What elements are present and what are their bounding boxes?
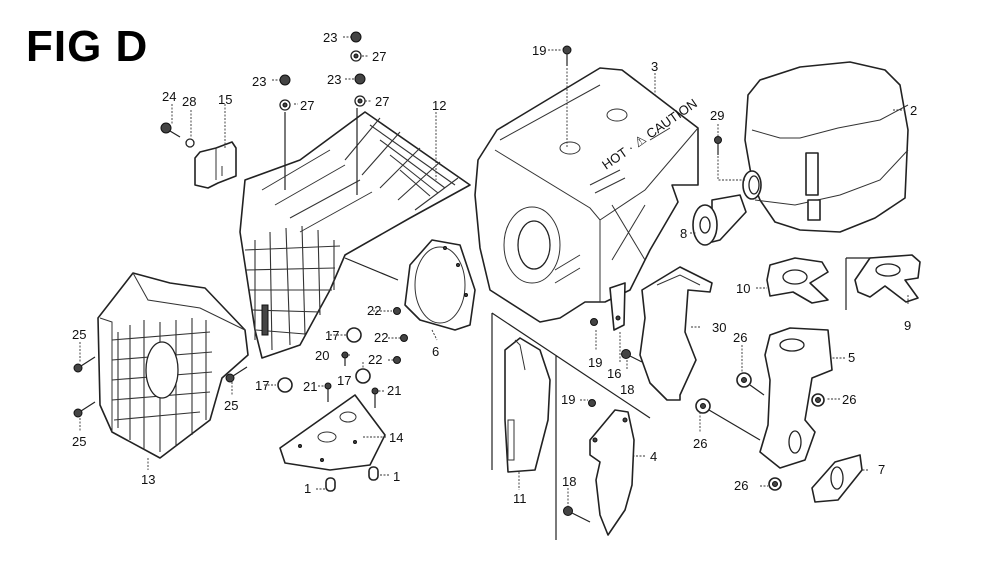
callout-2: 2 [910,103,917,118]
callout-17-b: 17 [255,378,269,393]
callout-4: 4 [650,449,657,464]
part-22-screw-b[interactable] [400,334,408,342]
callout-7: 7 [878,462,885,477]
part-1-mount-b[interactable] [368,466,379,481]
callout-5: 5 [848,350,855,365]
part-28-washer[interactable] [185,138,195,148]
part-17-rubber-mount-a[interactable] [346,327,362,343]
part-6-air-duct-funnel[interactable] [404,239,476,331]
part-7-exhaust-gasket[interactable] [811,454,863,503]
callout-10: 10 [736,281,750,296]
part-22-screw-a[interactable] [393,307,401,315]
callout-23-b: 23 [323,30,337,45]
part-22-screw-c[interactable] [393,356,401,364]
part-11-muffler-heat-shield[interactable] [504,337,551,473]
part-13-side-grille-cover[interactable] [97,272,249,459]
callout-19-top: 19 [532,43,546,58]
callout-13: 13 [141,472,155,487]
callout-labels: 24 28 15 23 27 23 27 23 27 12 19 3 29 2 … [72,30,917,506]
callout-18-a: 18 [620,382,634,397]
part-24-bolt[interactable] [160,122,181,138]
callout-12: 12 [432,98,446,113]
callout-15: 15 [218,92,232,107]
callout-9: 9 [904,318,911,333]
callout-19-c: 19 [561,392,575,407]
callout-17-a: 17 [325,328,339,343]
part-9-flange-gasket-b[interactable] [854,254,921,303]
callout-26-c: 26 [842,392,856,407]
part-10-flange-gasket-a[interactable] [766,257,829,304]
part-16-stay-plate[interactable] [609,282,626,331]
part-12-upper-cover-grille[interactable] [239,111,471,359]
callout-21-b: 21 [387,383,401,398]
part-26-nut-b[interactable] [695,398,711,414]
part-25-bolt-c[interactable] [225,366,248,383]
part-5-exhaust-pipe[interactable] [759,327,833,469]
part-23-nut-c[interactable] [354,73,366,85]
callout-21-a: 21 [303,379,317,394]
figure-title: FIG D [26,22,149,71]
part-3-engine-guard-housing[interactable]: HOT · ⚠ CAUTION [474,67,700,323]
part-17-rubber-mount-c[interactable] [355,368,371,384]
callout-23-a: 23 [252,74,266,89]
part-19-bolt-top[interactable] [562,45,572,66]
callout-25-b: 25 [72,434,86,449]
part-19-bolt-b[interactable] [590,318,598,326]
callout-23-c: 23 [327,72,341,87]
callout-22-c: 22 [368,352,382,367]
part-17-rubber-mount-b[interactable] [277,377,293,393]
part-20-screw[interactable] [341,351,349,366]
callout-1-a: 1 [304,481,311,496]
callout-6: 6 [432,344,439,359]
callout-29: 29 [710,108,724,123]
part-15-clip-bracket[interactable] [194,141,237,189]
part-29-screw[interactable] [714,136,722,156]
callout-8: 8 [680,226,687,241]
part-27-washer-c[interactable] [354,95,366,107]
callout-20: 20 [315,348,329,363]
part-26-nut-a[interactable] [736,372,752,388]
callout-26-d: 26 [734,478,748,493]
callout-24: 24 [162,89,176,104]
callout-26-b: 26 [693,436,707,451]
callout-19-b: 19 [588,355,602,370]
part-8-spark-arrester-tube[interactable] [692,194,747,246]
callout-18-b: 18 [562,474,576,489]
part-4-muffler-bracket[interactable] [589,409,635,536]
callout-28: 28 [182,94,196,109]
part-30-muffler-stay[interactable] [639,266,713,401]
part-14-base-plate[interactable] [279,394,386,471]
part-18-bolt-b[interactable] [563,506,591,523]
callout-16: 16 [607,366,621,381]
part-26-nut-d[interactable] [768,477,782,491]
callout-17-c: 17 [337,373,351,388]
part-25-bolt-a[interactable] [73,356,96,373]
part-27-washer-b[interactable] [350,50,362,62]
callout-14: 14 [389,430,403,445]
part-1-mount-a[interactable] [325,477,336,492]
part-18-bolt-a[interactable] [621,349,643,363]
callout-27-a: 27 [300,98,314,113]
part-23-nut-a[interactable] [279,74,291,86]
callout-22-a: 22 [367,303,381,318]
callout-1-b: 1 [393,469,400,484]
callout-27-c: 27 [375,94,389,109]
callout-27-b: 27 [372,49,386,64]
callout-11: 11 [513,491,527,506]
part-21-screw-a[interactable] [324,382,332,402]
part-26-nut-c[interactable] [811,393,825,407]
callout-30: 30 [712,320,726,335]
callout-26-a: 26 [733,330,747,345]
part-23-nut-b[interactable] [350,31,362,43]
part-19-bolt-c[interactable] [588,399,596,407]
leader-lines [79,36,909,506]
callout-3: 3 [651,59,658,74]
part-2-muffler[interactable] [742,61,909,233]
callout-25-a: 25 [72,327,86,342]
callout-22-b: 22 [374,330,388,345]
part-27-washer-a[interactable] [279,99,291,111]
callout-25-c: 25 [224,398,238,413]
part-25-bolt-b[interactable] [73,401,96,418]
